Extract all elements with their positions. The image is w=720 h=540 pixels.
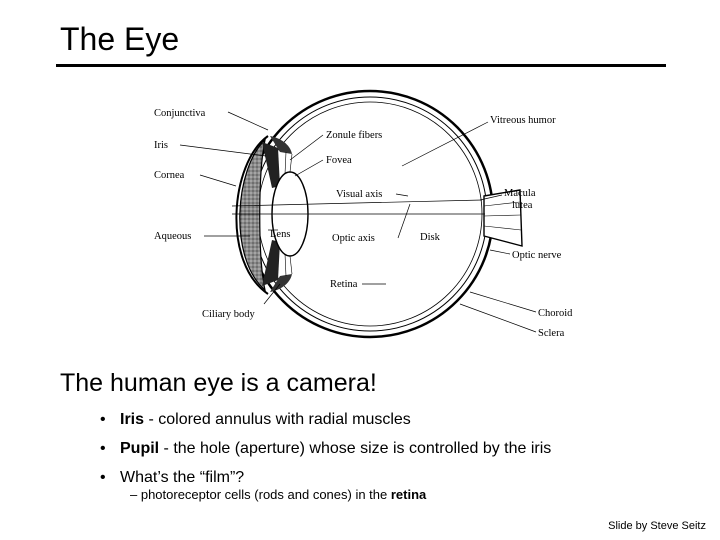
leader-optic-nerve	[489, 249, 511, 255]
leader-zonule-fibers	[289, 134, 324, 161]
sub-bullet-term: retina	[390, 487, 427, 502]
eye-diagram-svg: Conjunctiva Iris Cornea Aqueous Ciliary …	[154, 89, 573, 339]
slide-credit: Slide by Steve Seitz	[608, 520, 706, 532]
bullet-text: What’s the “film”?	[120, 469, 245, 487]
sub-bullet-text: – photoreceptor cells (rods and cones) i…	[130, 487, 391, 502]
cornea-curve	[235, 135, 269, 295]
ciliary-body-lower	[270, 274, 292, 292]
leader-sclera	[459, 303, 537, 333]
leader-conjunctiva	[227, 111, 269, 131]
slide-title: The Eye	[60, 21, 180, 57]
label-disk: Disk	[420, 232, 441, 243]
bullet-pupil: Pupil - the hole (aperture) whose size i…	[100, 439, 551, 458]
bullet-term: Pupil	[120, 440, 160, 458]
label-optic-nerve: Optic nerve	[512, 250, 562, 261]
bullet-text: - colored annulus with radial muscles	[144, 411, 411, 428]
zonule-fiber	[284, 151, 287, 175]
bullet-list: Iris - colored annulus with radial muscl…	[100, 410, 551, 488]
optic-nerve-fiber	[483, 214, 522, 217]
label-cornea: Cornea	[154, 170, 185, 181]
label-lutea: lutea	[512, 200, 533, 211]
optic-nerve	[483, 189, 523, 247]
label-ciliary-body: Ciliary body	[202, 309, 256, 320]
bullet-term: Iris	[120, 411, 145, 428]
zonule-fiber	[284, 253, 287, 277]
eye-diagram: Conjunctiva Iris Cornea Aqueous Ciliary …	[140, 78, 600, 350]
title-divider	[56, 64, 666, 67]
label-choroid: Choroid	[538, 308, 573, 319]
zonule-fiber	[289, 153, 293, 173]
sub-bullet: – photoreceptor cells (rods and cones) i…	[130, 487, 426, 503]
bullet-iris: Iris - colored annulus with radial muscl…	[100, 410, 551, 429]
optic-nerve-fiber	[483, 225, 522, 231]
iris-upper	[262, 142, 280, 188]
leader-visual-axis	[395, 193, 409, 197]
visual-axis-line	[231, 199, 483, 207]
optic-nerve-fiber	[483, 201, 521, 207]
leader-disk	[397, 203, 411, 239]
bullet-film: What’s the “film”?	[100, 468, 551, 487]
label-optic-axis: Optic axis	[332, 233, 375, 244]
label-sclera: Sclera	[538, 328, 565, 339]
leader-ciliary-body	[263, 283, 281, 305]
leader-fovea	[294, 159, 324, 177]
leader-iris	[179, 144, 267, 157]
headline: The human eye is a camera!	[60, 369, 377, 397]
leader-choroid	[469, 291, 537, 313]
leader-macula	[479, 194, 503, 201]
label-conjunctiva: Conjunctiva	[154, 108, 206, 119]
label-macula: Macula	[504, 188, 536, 199]
bullet-text: - the hole (aperture) whose size is cont…	[159, 440, 552, 458]
aqueous-chamber	[239, 138, 266, 292]
iris-lower	[262, 240, 280, 286]
label-zonule-fibers: Zonule fibers	[326, 130, 382, 141]
ciliary-body-upper	[270, 136, 292, 154]
label-vitreous-humor: Vitreous humor	[490, 115, 556, 126]
label-lens: Lens	[270, 229, 290, 240]
label-aqueous: Aqueous	[154, 231, 191, 242]
leader-cornea	[199, 174, 237, 187]
label-visual-axis: Visual axis	[336, 189, 382, 200]
label-retina: Retina	[330, 279, 358, 290]
label-iris: Iris	[154, 140, 168, 151]
zonule-fiber	[289, 255, 293, 275]
leader-vitreous-humor	[401, 121, 489, 167]
label-fovea: Fovea	[326, 155, 352, 166]
